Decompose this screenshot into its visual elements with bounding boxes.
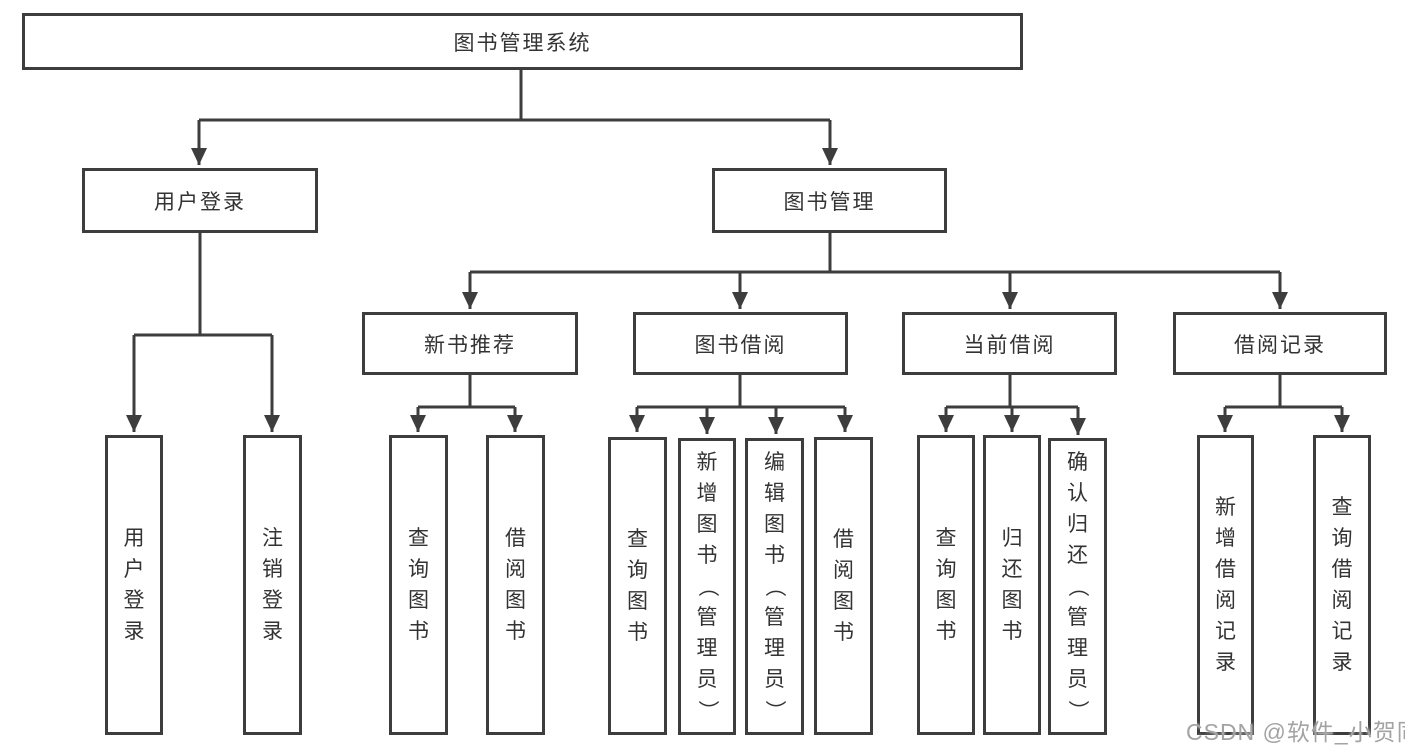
leaf-label: 确认归还（管理员） xyxy=(1066,451,1089,721)
leaf-label: 用户登录 xyxy=(123,527,145,643)
leaf-label: 新增借阅记录 xyxy=(1215,496,1236,674)
node-user-login: 用户登录 xyxy=(82,168,318,233)
leaf-return-books: 归还图书 xyxy=(983,435,1041,735)
leaf-borrow-books: 借阅图书 xyxy=(814,437,873,735)
leaf-query-borrow-record: 查询借阅记录 xyxy=(1313,435,1371,735)
leaf-label: 编辑图书（管理员） xyxy=(763,451,786,721)
leaf-add-borrow-record: 新增借阅记录 xyxy=(1197,435,1254,735)
node-new-book-recommend: 新书推荐 xyxy=(362,312,578,375)
leaf-add-books-admin: 新增图书（管理员） xyxy=(678,438,736,735)
leaf-confirm-return-admin: 确认归还（管理员） xyxy=(1048,438,1107,735)
leaf-label: 查询借阅记录 xyxy=(1331,496,1353,674)
node-borrowing-records: 借阅记录 xyxy=(1173,312,1387,375)
leaf-label: 查询图书 xyxy=(408,527,429,643)
leaf-label: 归还图书 xyxy=(1001,527,1023,643)
node-library-system-root: 图书管理系统 xyxy=(22,13,1023,70)
leaf-query-books-recommend: 查询图书 xyxy=(389,435,448,735)
leaf-label: 注销登录 xyxy=(262,527,283,643)
leaf-logout: 注销登录 xyxy=(243,435,302,735)
leaf-label: 查询图书 xyxy=(935,527,957,643)
node-current-borrowing: 当前借阅 xyxy=(902,312,1117,375)
leaf-user-login: 用户登录 xyxy=(105,435,163,735)
node-book-management: 图书管理 xyxy=(712,168,947,233)
node-book-borrowing: 图书借阅 xyxy=(633,312,848,375)
leaf-label: 查询图书 xyxy=(627,528,648,644)
leaf-label: 借阅图书 xyxy=(833,528,854,644)
leaf-label: 新增图书（管理员） xyxy=(695,451,719,721)
leaf-edit-books-admin: 编辑图书（管理员） xyxy=(745,438,804,735)
leaf-query-books-borrowing: 查询图书 xyxy=(608,437,667,735)
leaf-borrow-books-recommend: 借阅图书 xyxy=(486,435,545,735)
connector-spine xyxy=(134,68,1342,409)
leaf-label: 借阅图书 xyxy=(505,527,526,643)
leaf-query-books-current: 查询图书 xyxy=(917,435,975,735)
csdn-watermark: CSDN @软件_小贺同学 xyxy=(1186,719,1405,745)
